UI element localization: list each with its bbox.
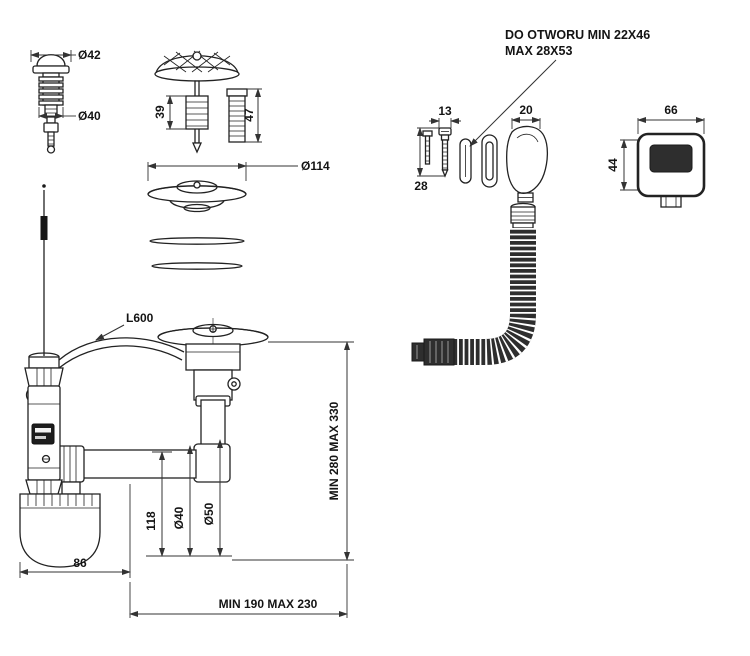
- strainer-part: 39 47 Ø114: [147, 50, 330, 270]
- dim-label-hose-length: L600: [126, 311, 154, 325]
- flexible-hose-part: [411, 202, 536, 366]
- dim-label-overflow-cover-height: 44: [606, 158, 620, 172]
- dim-label-cup-offset: 86: [73, 556, 87, 570]
- dim-label-height-range: MIN 280 MAX 330: [327, 401, 341, 500]
- dim-label-tail-left-length: 39: [153, 105, 167, 119]
- dim-label-reach-range: MIN 190 MAX 230: [219, 597, 318, 611]
- popup-plug-part: Ø42 Ø40: [30, 48, 101, 154]
- dim-label-plug-top-diameter: Ø42: [78, 48, 101, 62]
- siphon-assembly: L600 MIN 280 MAX 330 118 Ø40 Ø50: [19, 184, 354, 618]
- dim-label-pipe-dia-40: Ø40: [172, 506, 186, 529]
- dim-label-overflow-screw-length: 28: [414, 179, 428, 193]
- dim-label-overflow-cover-width: 66: [664, 103, 678, 117]
- dim-label-overflow-elbow-width: 20: [519, 103, 533, 117]
- dim-label-tail-right-length: 47: [242, 108, 256, 122]
- hole-note-line1: DO OTWORU MIN 22X46: [505, 28, 650, 42]
- dim-label-plug-body-diameter: Ø40: [78, 109, 101, 123]
- dim-label-pipe-dia-50: Ø50: [202, 502, 216, 525]
- hole-note-line2: MAX 28X53: [505, 44, 572, 58]
- overflow-kit-parts: DO OTWORU MIN 22X46 MAX 28X53 13 28 20: [414, 28, 706, 208]
- dim-label-flange-diameter: Ø114: [301, 159, 330, 173]
- dim-label-overflow-screw-width: 13: [438, 104, 452, 118]
- dim-label-trap-depth: 118: [144, 511, 158, 531]
